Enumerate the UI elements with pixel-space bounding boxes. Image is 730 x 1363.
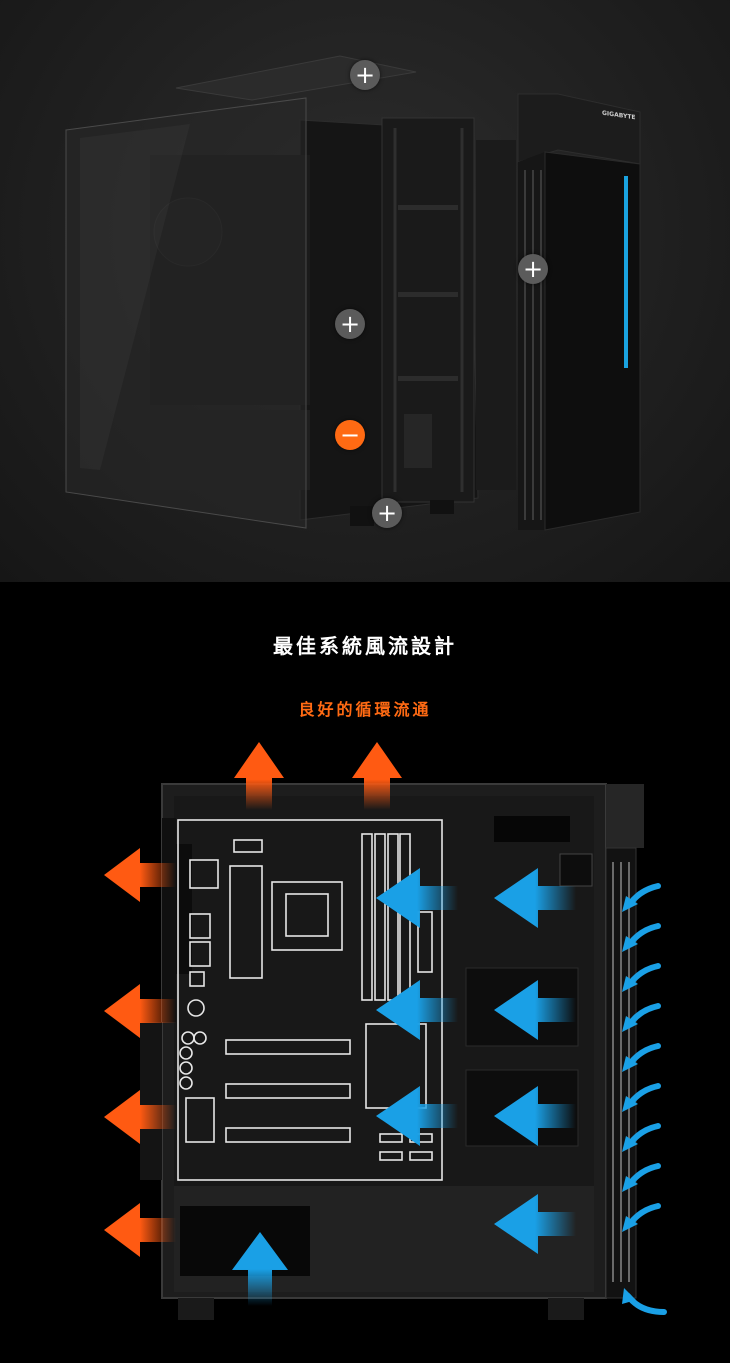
exhaust-arrow-icon xyxy=(104,1090,176,1144)
exhaust-arrows xyxy=(104,742,402,1257)
case-side-view xyxy=(140,783,644,1320)
intake-arrow-icon xyxy=(376,1086,458,1146)
intake-arrow-icon xyxy=(376,868,458,928)
chassis-frame xyxy=(299,117,516,526)
airflow-title: 最佳系統風流設計 xyxy=(273,634,457,658)
exhaust-arrow-icon xyxy=(104,848,176,902)
hotspot-front-panel[interactable]: + xyxy=(518,254,548,284)
airflow-section: 最佳系統風流設計 良好的循環流通 xyxy=(0,582,730,1363)
hotspot-top-dust-filter[interactable]: + xyxy=(350,60,380,90)
hotspot-bottom-filter[interactable]: + xyxy=(372,498,402,528)
airflow-subtitle: 良好的循環流通 xyxy=(298,700,432,719)
hotspot-side-panel[interactable]: + xyxy=(335,309,365,339)
front-led-strip xyxy=(624,176,628,368)
exhaust-arrow-icon xyxy=(104,1203,176,1257)
intake-arrow-icon xyxy=(494,980,576,1040)
intake-arrow-icon xyxy=(376,980,458,1040)
intake-arrow-icon xyxy=(494,1086,576,1146)
exhaust-arrow-icon xyxy=(352,742,402,810)
exploded-case-view: GIGABYTE + + + − + xyxy=(0,0,730,582)
front-curved-intake-heads xyxy=(622,896,638,1304)
exhaust-arrow-icon xyxy=(234,742,284,810)
front-panel xyxy=(517,93,641,531)
tempered-glass-panel xyxy=(65,97,307,529)
exhaust-arrow-icon xyxy=(104,984,176,1038)
intake-arrows xyxy=(232,868,576,1306)
airflow-diagram xyxy=(104,742,667,1320)
hotspot-psu-shroud[interactable]: − xyxy=(335,420,365,450)
intake-arrow-icon xyxy=(494,868,576,928)
intake-arrow-icon xyxy=(494,1194,576,1254)
top-dust-filter xyxy=(175,55,417,101)
intake-arrow-icon xyxy=(232,1232,288,1306)
